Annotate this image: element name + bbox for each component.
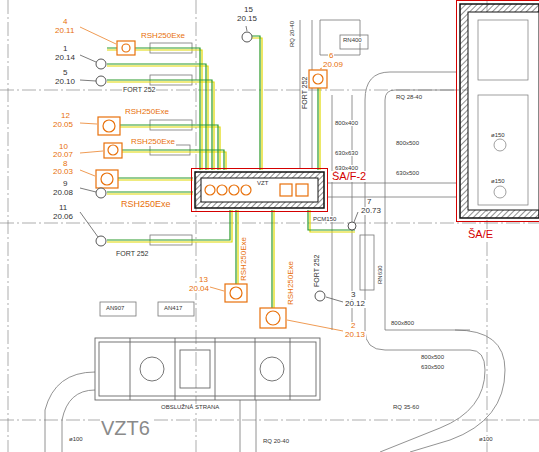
- duct-label: RQ 20-40: [289, 20, 295, 48]
- callout-label: 20.08: [52, 189, 74, 197]
- duct-label: RSH250Exe: [240, 236, 248, 282]
- callout-label: FORT 252: [122, 86, 156, 93]
- callout-label: VZT: [256, 180, 269, 186]
- callout-label: 20.10: [54, 78, 76, 86]
- callout-label: 20.11: [54, 27, 75, 35]
- callout-label: 4: [62, 18, 68, 26]
- duct-label: RN630: [377, 264, 383, 285]
- callout-label: 9: [62, 180, 68, 188]
- callout-label: 15: [243, 6, 254, 14]
- duct-label: FORT 252: [313, 254, 320, 288]
- callout-label: 800x500: [395, 140, 420, 146]
- callout-label: 800x500: [420, 354, 445, 360]
- callout-label: AN907: [105, 305, 125, 311]
- callout-label: 800x400: [334, 120, 359, 126]
- callout-label: 20.09: [322, 61, 344, 69]
- callout-label: RSH250Exe: [140, 32, 186, 40]
- callout-label: 20.73: [360, 207, 382, 215]
- callout-label: 2: [350, 322, 356, 330]
- callout-label: 6: [328, 52, 334, 60]
- callout-label: 20.13: [344, 331, 366, 339]
- callout-label: RQ 28-40: [395, 94, 423, 100]
- callout-label: RSH250Exe: [130, 138, 176, 146]
- callout-label: OBSLUŽNÁ STRANA: [160, 404, 220, 410]
- callout-label: RSH250Exe: [124, 108, 170, 116]
- callout-label: PCM150: [312, 216, 337, 222]
- shaft-outline: ŠA/E: [456, 0, 539, 222]
- callout-label: 630x400: [334, 165, 359, 171]
- shaft-outline: ŠA/F-2: [191, 168, 328, 212]
- callout-label: 11: [58, 204, 68, 212]
- callout-label: 10: [58, 143, 69, 151]
- callout-label: ø100: [68, 436, 84, 442]
- duct-label: FORT 252: [301, 76, 308, 110]
- callout-label: 20.06: [52, 213, 74, 221]
- callout-label: RQ 20-40: [262, 438, 290, 444]
- callout-label: 630x500: [395, 170, 420, 176]
- callout-label: 20.05: [52, 121, 74, 129]
- callout-label: 20.07: [52, 151, 74, 159]
- callout-label: ø150: [490, 132, 506, 138]
- callout-label: 8: [62, 160, 68, 168]
- callout-label: 1: [62, 45, 68, 53]
- callout-label: 20.15: [236, 15, 258, 23]
- duct-label: RSH250Exe: [287, 260, 295, 306]
- shaft-label: ŠA/E: [467, 229, 494, 240]
- callout-label: RQ 35-60: [392, 404, 420, 410]
- callout-label: 630x630: [334, 150, 359, 156]
- callout-label: 800x800: [390, 320, 415, 326]
- callout-label: RSH250Exe: [120, 200, 172, 209]
- callout-label: 12: [60, 112, 71, 120]
- callout-label: VZT6: [100, 418, 151, 438]
- callout-label: 13: [198, 276, 209, 284]
- callout-label: 5: [62, 69, 68, 77]
- callout-label: 20.03: [52, 168, 74, 176]
- callout-label: 7: [366, 198, 372, 206]
- callout-label: 3: [350, 291, 356, 299]
- shaft-label: ŠA/F-2: [331, 171, 367, 182]
- callout-label: RN400: [342, 37, 363, 43]
- callout-label: AN417: [163, 305, 183, 311]
- callout-label: ø150: [490, 178, 506, 184]
- callout-label: ø100: [478, 436, 494, 442]
- callout-label: 20.12: [344, 300, 366, 308]
- callout-label: 20.04: [188, 285, 210, 293]
- callout-label: 20.14: [54, 54, 76, 62]
- callout-label: 630x500: [420, 364, 445, 370]
- callout-label: FORT 252: [115, 250, 149, 257]
